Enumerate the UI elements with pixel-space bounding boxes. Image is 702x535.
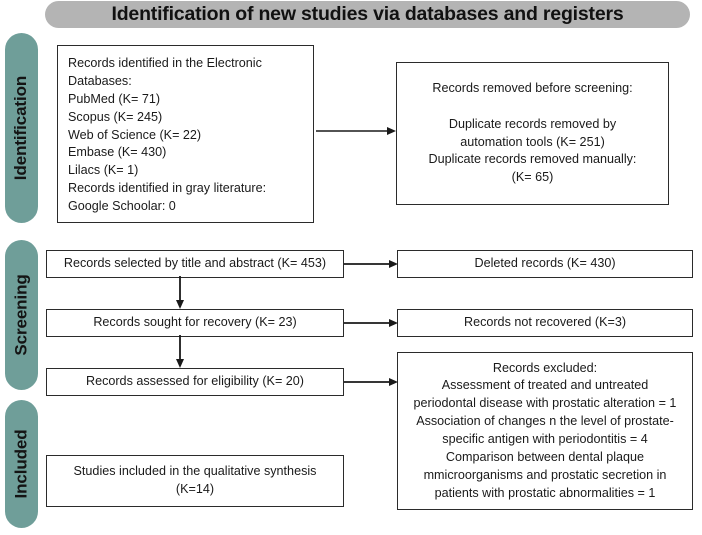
phase-label-screening: Screening	[11, 274, 31, 356]
arrow-selected-to-deleted	[344, 254, 402, 274]
box-records-not-recovered: Records not recovered (K=3)	[397, 309, 693, 337]
box-records-selected-text: Records selected by title and abstract (…	[63, 256, 327, 271]
box-records-removed-text: Records removed before screening: Duplic…	[428, 80, 637, 185]
box-records-assessed-text: Records assessed for eligibility (K= 20)	[85, 374, 305, 389]
phase-label-included: Included	[11, 429, 31, 499]
arrow-assessed-to-excluded	[344, 372, 402, 392]
arrow-selected-to-sought	[170, 276, 190, 312]
box-records-not-recovered-text: Records not recovered (K=3)	[463, 315, 627, 330]
box-records-assessed-for-eligibility: Records assessed for eligibility (K= 20)	[46, 368, 344, 396]
box-records-sought-text: Records sought for recovery (K= 23)	[93, 315, 297, 330]
box-records-excluded-text: Records excluded: Assessment of treated …	[413, 360, 677, 500]
phase-bar-identification: Identification	[5, 33, 38, 223]
arrow-sought-to-not-recovered	[344, 313, 402, 333]
box-deleted-records: Deleted records (K= 430)	[397, 250, 693, 278]
box-records-removed-before-screening: Records removed before screening: Duplic…	[396, 62, 669, 205]
box-records-identified-text: Records identified in the Electronic Dat…	[68, 56, 267, 213]
phase-bar-included: Included	[5, 400, 38, 528]
box-records-identified: Records identified in the Electronic Dat…	[57, 45, 314, 223]
box-studies-included-text: Studies included in the qualitative synt…	[73, 464, 317, 496]
box-records-selected: Records selected by title and abstract (…	[46, 250, 344, 278]
phase-label-identification: Identification	[11, 75, 31, 181]
diagram-title-text: Identification of new studies via databa…	[111, 3, 624, 25]
arrow-sought-to-assessed	[170, 335, 190, 371]
box-studies-included: Studies included in the qualitative synt…	[46, 455, 344, 507]
box-records-sought-for-recovery: Records sought for recovery (K= 23)	[46, 309, 344, 337]
diagram-title-banner: Identification of new studies via databa…	[45, 1, 690, 28]
phase-bar-screening: Screening	[5, 240, 38, 390]
box-records-excluded: Records excluded: Assessment of treated …	[397, 352, 693, 510]
arrow-identified-to-removed	[314, 121, 400, 141]
box-deleted-records-text: Deleted records (K= 430)	[474, 256, 616, 271]
